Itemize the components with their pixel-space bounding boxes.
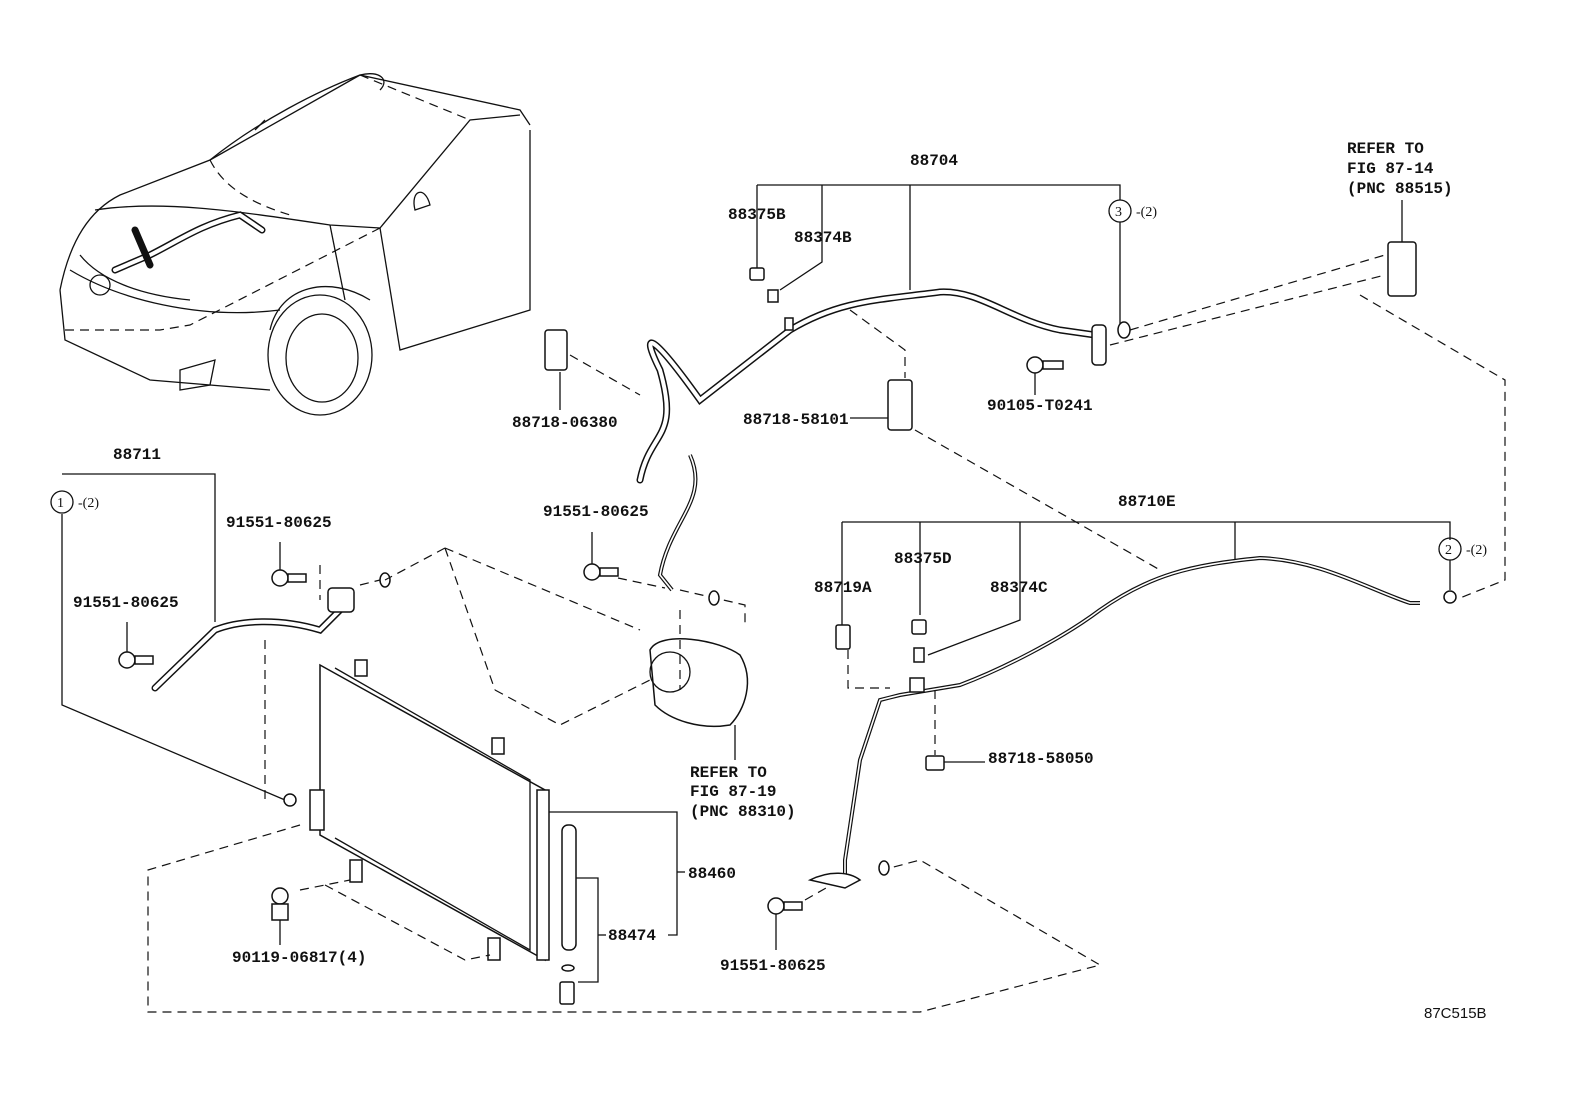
compressor [384, 547, 749, 760]
label-88375D[interactable]: 88375D [894, 550, 952, 568]
condenser-88460 [309, 659, 685, 962]
label-88718-06380[interactable]: 88718-06380 [512, 414, 618, 432]
label-88460[interactable]: 88460 [688, 865, 736, 883]
hose-88711 [61, 473, 391, 807]
clamp-88718-58101 [849, 309, 1161, 571]
ref-87-14-line1[interactable]: REFER TO [1347, 140, 1424, 158]
bolts-91551-80625 [118, 532, 841, 950]
callout-circle-2 [1438, 537, 1462, 561]
expansion-valve [1359, 200, 1506, 599]
vehicle-illustration [59, 73, 531, 416]
label-88718-58050[interactable]: 88718-58050 [988, 750, 1094, 768]
discharge-hose-88704 [636, 184, 1386, 592]
ref-87-14-line2[interactable]: FIG 87-14 [1347, 160, 1434, 178]
callout-3-number: 3 [1115, 205, 1122, 220]
label-91551-80625-d[interactable]: 91551-80625 [720, 957, 826, 975]
receiver-88474 [559, 824, 606, 1005]
label-88719A[interactable]: 88719A [814, 579, 872, 597]
label-88704[interactable]: 88704 [910, 152, 958, 170]
tube-88710E [807, 521, 1457, 889]
ref-87-19-line1[interactable]: REFER TO [690, 764, 767, 782]
label-90105-T0241[interactable]: 90105-T0241 [987, 397, 1093, 415]
label-88474[interactable]: 88474 [608, 927, 656, 945]
clamp-88718-06380 [544, 329, 641, 410]
callout-2-number: 2 [1445, 543, 1452, 558]
bolt-90119-06817 [271, 879, 491, 961]
callout-1-qty: -(2) [78, 496, 99, 511]
label-91551-80625-b[interactable]: 91551-80625 [73, 594, 179, 612]
ref-87-19-line2[interactable]: FIG 87-19 [690, 783, 776, 801]
label-88374C[interactable]: 88374C [990, 579, 1048, 597]
label-88710E[interactable]: 88710E [1118, 493, 1176, 511]
callout-1-number: 1 [57, 496, 64, 511]
mount-outline [147, 824, 1102, 1013]
callout-circle-1 [50, 490, 74, 514]
bolt-90105-T0241 [1026, 356, 1064, 395]
ref-87-14-line3[interactable]: (PNC 88515) [1347, 180, 1453, 198]
label-91551-80625-a[interactable]: 91551-80625 [226, 514, 332, 532]
label-91551-80625-c[interactable]: 91551-80625 [543, 503, 649, 521]
callout-circle-3 [1108, 199, 1132, 223]
callout-2-qty: -(2) [1466, 543, 1487, 558]
label-88374B[interactable]: 88374B [794, 229, 852, 247]
label-88375B[interactable]: 88375B [728, 206, 786, 224]
callout-3-qty: -(2) [1136, 205, 1157, 220]
label-88718-58101[interactable]: 88718-58101 [743, 411, 849, 429]
label-88711[interactable]: 88711 [113, 446, 161, 464]
label-90119-06817[interactable]: 90119-06817(4) [232, 949, 366, 967]
figure-code: 87C515B [1424, 1005, 1487, 1022]
ref-87-19-line3[interactable]: (PNC 88310) [690, 803, 796, 821]
